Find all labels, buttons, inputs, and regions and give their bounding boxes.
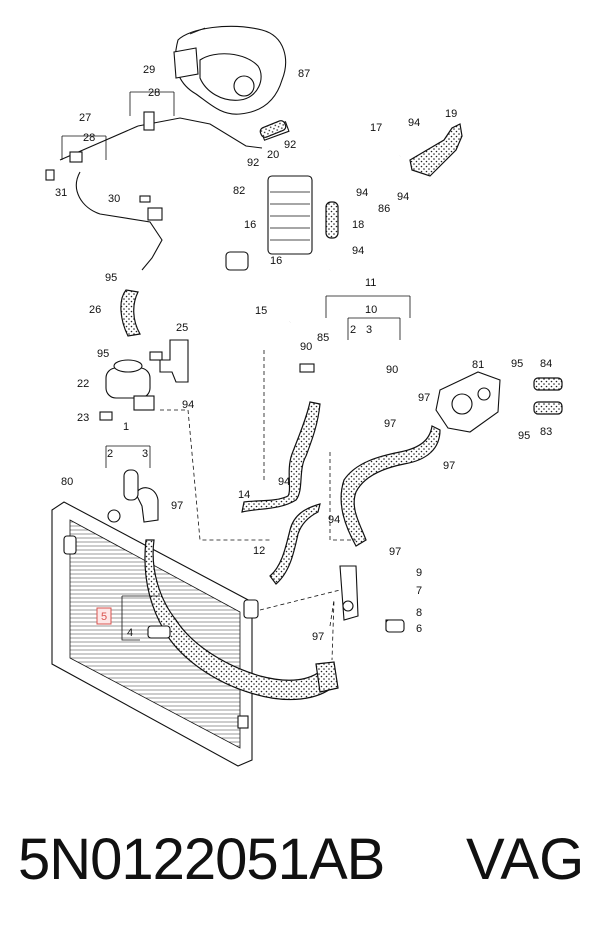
coolant-pipe-15 [222,251,306,324]
callout-94b: 94 [352,245,364,257]
callout-23: 23 [77,412,89,424]
leader-lines [61,91,411,661]
callout-90a: 90 [300,341,312,353]
callout-11: 11 [365,277,376,289]
callout-94a: 94 [356,187,368,199]
hose-84 [533,377,563,391]
callout-27: 27 [79,112,91,124]
callout-12: 12 [253,545,265,557]
turbo-oil-line-left [59,111,290,271]
connector-3-upper [107,469,159,523]
temperature-sender-6 [385,619,405,633]
footer: 5N0122051AB VAG [0,818,600,928]
callout-31: 31 [55,187,67,199]
callout-81: 81 [472,359,484,371]
callout-97a: 97 [171,500,183,512]
callout-97d: 97 [443,460,455,472]
hose-11 [340,425,441,547]
part-number: 5N0122051AB [18,827,385,892]
callout-19: 19 [445,108,457,120]
callout-2a: 2 [107,448,113,460]
turbocharger [173,25,287,115]
callout-10: 10 [365,304,377,316]
callout-97b: 97 [384,418,396,430]
highlight-callout-5: 5 [96,607,112,625]
callout-22: 22 [77,378,89,390]
hose-14 [241,401,321,513]
callout-90b: 90 [386,364,398,376]
coolant-system-exploded-diagram: 87 29 28 27 28 31 30 20 92 92 82 16 16 1… [45,25,563,767]
temperature-sensor-4 [147,625,171,639]
callout-94e: 94 [182,399,194,411]
callout-84: 84 [540,358,552,370]
hose-83 [533,401,563,415]
highlight-label: 5 [101,611,107,623]
callout-97f: 97 [312,631,324,643]
callout-97c: 97 [418,392,430,404]
callout-26: 26 [89,304,101,316]
callout-15: 15 [255,305,267,317]
callout-94g: 94 [328,514,340,526]
callout-83: 83 [540,426,552,438]
callout-92a: 92 [247,157,259,169]
callout-3a: 3 [142,448,148,460]
callout-20: 20 [267,149,279,161]
callout-95c: 95 [511,358,523,370]
callout-16b: 16 [270,255,282,267]
callout-95d: 95 [518,430,530,442]
callout-86: 86 [378,203,390,215]
thermostat-housing [435,371,501,433]
hose-20 [259,120,287,138]
callout-7: 7 [416,585,422,597]
callout-80: 80 [61,476,73,488]
callout-25: 25 [176,322,188,334]
callout-14: 14 [238,489,250,501]
callout-92b: 92 [284,139,296,151]
callout-2b: 2 [350,324,356,336]
callout-4: 4 [127,627,133,639]
callout-1: 1 [123,421,129,433]
callout-94c: 94 [408,117,420,129]
callout-3b: 3 [366,324,372,336]
callout-18: 18 [352,219,364,231]
callout-28a: 28 [148,87,160,99]
flange-9 [339,565,359,621]
hose-12 [269,503,321,585]
callout-95a: 95 [105,272,117,284]
callout-9: 9 [416,567,422,579]
callout-87: 87 [298,68,310,80]
callout-labels: 87 29 28 27 28 31 30 20 92 92 82 16 16 1… [55,64,552,643]
callout-29: 29 [143,64,155,76]
callout-17: 17 [370,122,382,134]
bracket-25 [159,339,189,383]
callout-30: 30 [108,193,120,205]
callout-85: 85 [317,332,329,344]
callout-8: 8 [416,607,422,619]
hose-19 [409,123,463,177]
callout-97e: 97 [389,546,401,558]
oil-cooler [267,175,313,255]
hose-stub-lower [315,661,339,693]
hose-18 [325,201,339,239]
callout-28b: 28 [83,132,95,144]
callout-16a: 16 [244,219,256,231]
callout-6: 6 [416,623,422,635]
callout-95b: 95 [97,348,109,360]
hose-26 [120,289,141,337]
brand: VAG [466,827,585,892]
electric-coolant-pump [105,359,155,411]
callout-82: 82 [233,185,245,197]
callout-94f: 94 [278,476,290,488]
callout-94d: 94 [397,191,409,203]
